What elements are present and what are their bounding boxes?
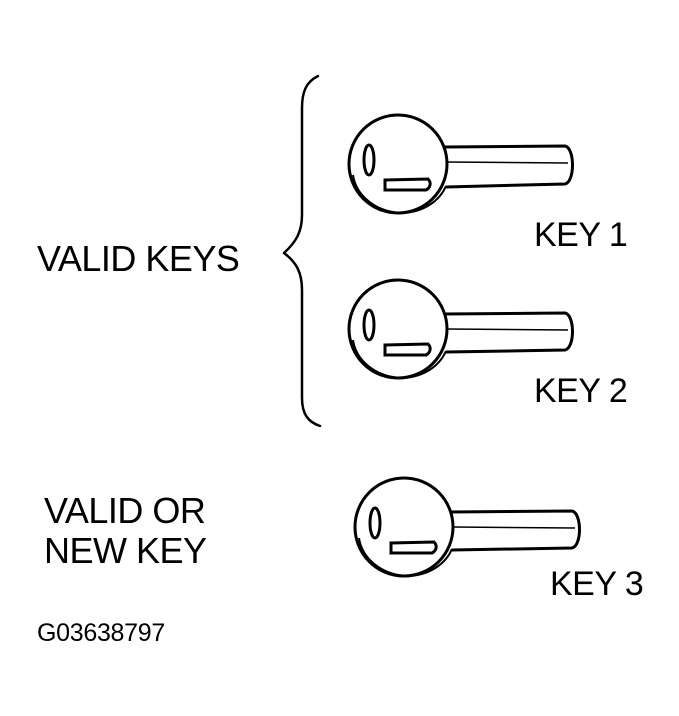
key-1-label: KEY 1 bbox=[534, 216, 628, 254]
key-3-label: KEY 3 bbox=[550, 565, 644, 603]
figure-code: G03638797 bbox=[37, 619, 165, 647]
valid-keys-label: VALID KEYS bbox=[37, 238, 240, 279]
curly-brace-icon bbox=[282, 74, 322, 428]
key-2-label: KEY 2 bbox=[534, 372, 628, 410]
key-2-icon bbox=[347, 278, 574, 380]
key-1-icon bbox=[347, 113, 574, 215]
valid-or-label: VALID OR bbox=[44, 490, 206, 531]
key-3-icon bbox=[353, 476, 581, 578]
new-key-label: NEW KEY bbox=[44, 530, 207, 571]
